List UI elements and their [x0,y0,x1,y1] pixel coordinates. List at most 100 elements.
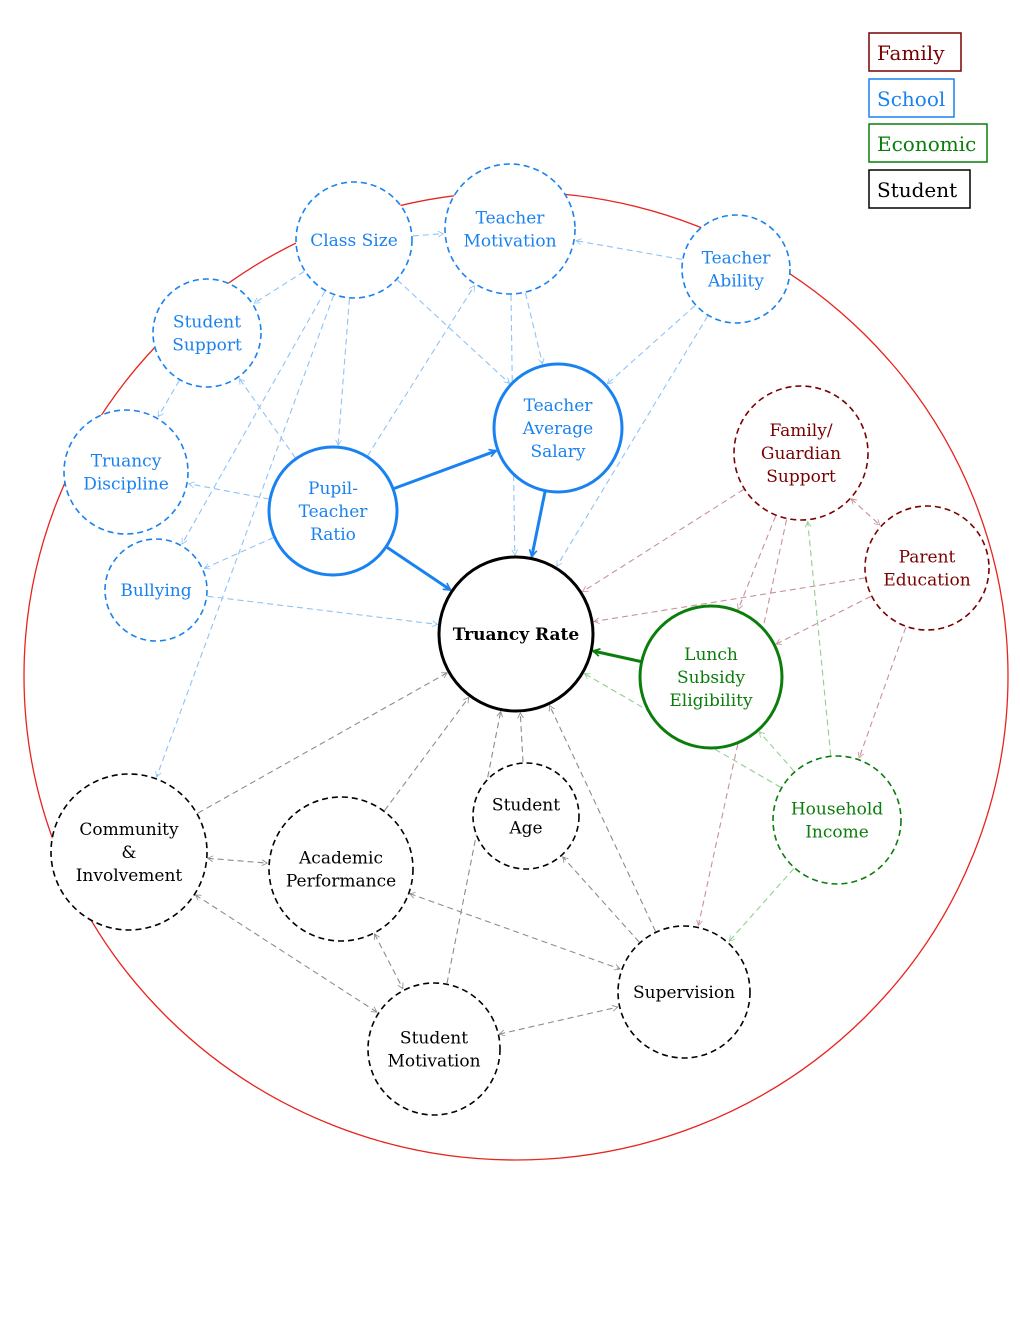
edge-household-income-to-supervision [728,868,795,942]
node-circle-student-motivation [367,982,501,1116]
node-label-supervision: Supervision [633,983,735,1003]
node-label-lunch-subsidy: Subsidy [677,668,746,688]
edge-student-motivation-to-truancy-rate [446,710,503,984]
node-circle-parent-education [864,505,990,631]
node-label-teacher-average-salary: Teacher [524,396,594,416]
node-label-academic-performance: Performance [286,872,396,892]
node-community-involvement[interactable]: Community&Involvement [50,773,208,931]
node-circle-academic-performance [268,796,414,942]
edge-supervision-to-student-age [562,856,640,943]
edge-teacher-ability-to-teacher-average-salary [606,305,696,385]
node-label-lunch-subsidy: Eligibility [669,691,753,711]
edge-community-involvement-to-student-motivation [194,894,378,1013]
node-label-student-support: Support [172,336,242,356]
edge-community-involvement-to-academic-performance [206,855,269,866]
node-label-family-guardian-support: Support [766,467,836,487]
node-label-truancy-rate: Truancy Rate [453,625,580,645]
node-circle-lunch-subsidy [638,604,784,750]
node-label-teacher-average-salary: Salary [530,442,585,462]
edge-parent-education-to-truancy-rate [593,577,865,624]
legend-item-school: School [868,78,955,118]
legend-box-economic [868,123,988,163]
edge-parent-education-to-household-income [857,627,907,759]
node-bullying[interactable]: Bullying [104,538,208,642]
legend-label-economic: Economic [877,132,976,156]
node-label-student-age: Student [492,796,560,816]
node-supervision[interactable]: Supervision [617,925,751,1059]
edge-family-guardian-support-to-truancy-rate [581,489,744,593]
legend-item-student: Student [868,169,971,209]
edge-class-size-to-community-involvement [155,295,335,778]
node-label-student-age: Age [508,819,542,839]
edge-family-guardian-support-to-parent-education [850,498,881,526]
edge-academic-performance-to-student-motivation [373,933,404,990]
node-label-teacher-average-salary: Average [522,419,593,439]
node-label-family-guardian-support: Guardian [761,444,841,464]
edge-class-size-to-teacher-average-salary [397,279,511,384]
node-circle-student-age [472,762,580,870]
legend-label-student: Student [877,178,957,202]
edge-household-income-to-lunch-subsidy [758,731,795,772]
node-circle-supervision [617,925,751,1059]
edge-pupil-teacher-ratio-to-teacher-motivation [367,284,475,457]
edge-class-size-to-student-support [253,271,305,304]
node-label-teacher-ability: Teacher [702,249,772,269]
node-circle-pupil-teacher-ratio [267,445,399,577]
edge-household-income-to-family-guardian-support [804,520,832,756]
node-label-teacher-motivation: Teacher [476,209,546,229]
edge-teacher-ability-to-teacher-motivation [575,238,682,260]
edge-supervision-to-truancy-rate [548,704,656,932]
edge-family-guardian-support-to-lunch-subsidy [737,515,777,611]
node-circle-class-size [295,181,413,299]
node-label-community-involvement: Involvement [76,866,183,886]
nodes: Class SizeTeacherMotivationTeacherAbilit… [50,163,990,1116]
node-label-student-motivation: Student [400,1029,468,1049]
legend-box-school [868,78,955,118]
node-label-household-income: Household [791,800,883,820]
edge-academic-performance-to-truancy-rate [384,696,470,811]
edge-class-size-to-teacher-motivation [412,230,445,238]
node-label-truancy-discipline: Discipline [83,475,169,495]
edge-teacher-ability-to-truancy-rate [556,315,709,568]
edge-teacher-motivation-to-teacher-average-salary [524,293,545,365]
node-label-community-involvement: Community [79,820,179,840]
node-circle-teacher-ability [681,214,791,324]
edge-teacher-average-salary-to-truancy-rate [532,491,547,557]
edge-student-support-to-truancy-discipline [157,380,180,418]
edge-parent-education-to-lunch-subsidy [775,595,872,645]
node-label-class-size: Class Size [310,231,398,251]
node-label-student-motivation: Motivation [387,1052,480,1072]
node-label-teacher-ability: Ability [707,272,764,292]
edge-pupil-teacher-ratio-to-truancy-discipline [188,481,270,500]
legend-item-economic: Economic [868,123,988,163]
edge-academic-performance-to-supervision [408,892,621,971]
node-label-pupil-teacher-ratio: Teacher [299,502,369,522]
node-circle-truancy-rate [437,555,595,713]
node-label-pupil-teacher-ratio: Ratio [310,525,356,545]
node-label-parent-education: Parent [899,548,956,568]
edge-community-involvement-to-truancy-rate [197,672,448,814]
legend-item-family: Family [868,32,962,72]
node-label-family-guardian-support: Family/ [769,421,832,441]
node-circle-teacher-motivation [444,163,576,295]
edge-student-motivation-to-supervision [498,1005,619,1037]
edge-class-size-to-pupil-teacher-ratio [335,298,350,447]
node-class-size[interactable]: Class Size [295,181,413,299]
node-truancy-rate[interactable]: Truancy Rate [437,555,595,713]
node-circle-teacher-average-salary [492,362,624,494]
node-circle-community-involvement [50,773,208,931]
